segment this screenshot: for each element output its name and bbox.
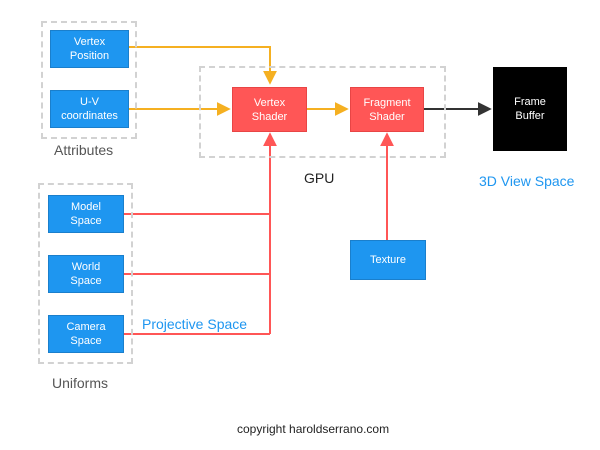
vertex-shader-label-line2: Shader — [251, 110, 288, 123]
uv-coordinates-label-line2: coordinates — [61, 110, 118, 122]
model-space-node: Model Space — [48, 195, 124, 233]
fragment-shader-label-line2: Shader — [369, 110, 405, 123]
world-space-label-line1: World — [71, 261, 101, 273]
attributes-group — [41, 21, 137, 139]
world-space-label-line2: Space — [70, 275, 102, 287]
fragment-shader-label-line1: Fragment — [363, 96, 411, 109]
vertex-position-label-line1: Vertex — [73, 36, 106, 48]
vertex-shader-node: Vertex Shader — [232, 87, 307, 132]
copyright-footer: copyright haroldserrano.com — [237, 422, 390, 436]
frame-buffer-node: Frame Buffer — [493, 67, 567, 151]
uv-coordinates-node: U-V coordinates — [50, 90, 129, 128]
camera-space-label-line2: Space — [70, 335, 102, 347]
model-space-label-line2: Space — [70, 215, 102, 227]
texture-label: Texture — [369, 254, 407, 266]
model-space-label-line1: Model — [71, 201, 101, 213]
fragment-shader-node: Fragment Shader — [350, 87, 424, 132]
world-space-node: World Space — [48, 255, 124, 293]
uv-coordinates-label-line1: U-V — [80, 96, 99, 108]
gpu-group — [199, 66, 446, 158]
view-space-annotation: 3D View Space — [479, 173, 575, 189]
camera-space-label-line1: Camera — [66, 321, 106, 333]
frame-buffer-label-line1: Frame — [514, 96, 546, 108]
texture-node: Texture — [350, 240, 426, 280]
camera-space-node: Camera Space — [48, 315, 124, 353]
vertex-position-node: Vertex Position — [50, 30, 129, 68]
uniforms-group — [38, 183, 133, 364]
vertex-shader-label-line1: Vertex — [253, 96, 286, 109]
gpu-group-label: GPU — [304, 170, 335, 186]
uniforms-group-label: Uniforms — [52, 375, 109, 391]
vertex-position-label-line2: Position — [69, 50, 110, 62]
attributes-group-label: Attributes — [54, 142, 114, 158]
frame-buffer-label-line2: Buffer — [515, 110, 545, 122]
projective-space-annotation: Projective Space — [142, 316, 248, 332]
